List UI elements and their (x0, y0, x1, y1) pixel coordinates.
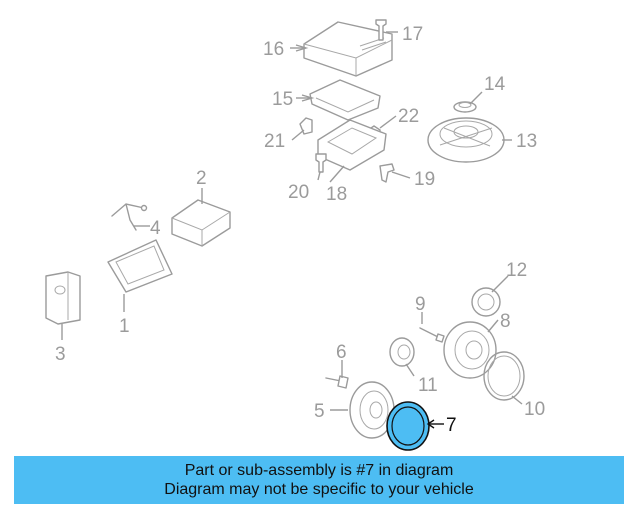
part-7-gasket-highlighted[interactable] (386, 401, 430, 451)
part-11-driver[interactable] (389, 337, 415, 367)
callout-10: 10 (524, 399, 545, 420)
banner-line-2: Diagram may not be specific to your vehi… (164, 481, 474, 498)
part-20-bolt[interactable] (315, 153, 327, 173)
part-15-bracket[interactable] (309, 79, 381, 121)
part-14-ring[interactable] (453, 101, 477, 113)
callout-2: 2 (196, 168, 207, 189)
callout-11: 11 (418, 375, 438, 396)
callout-22: 22 (398, 106, 419, 127)
callout-4: 4 (150, 218, 161, 239)
part-6-bolt[interactable] (325, 375, 349, 389)
callout-13: 13 (516, 131, 537, 152)
callout-3: 3 (55, 344, 66, 365)
part-19-screw[interactable] (379, 163, 395, 183)
part-16-cover[interactable] (303, 21, 393, 77)
callout-17: 17 (402, 24, 423, 45)
leader-lines (61, 31, 523, 429)
part-10-ring[interactable] (483, 351, 525, 401)
callout-21: 21 (264, 131, 285, 152)
callout-1: 1 (119, 316, 130, 337)
callout-7: 7 (446, 415, 457, 436)
part-12-tweeter[interactable] (471, 287, 501, 317)
callout-8: 8 (500, 311, 511, 332)
callout-numbers: 16 17 15 14 13 21 22 20 18 19 2 4 1 3 12… (55, 24, 545, 436)
part-3-bracket[interactable] (45, 271, 81, 325)
callout-5: 5 (314, 401, 325, 422)
part-8-speaker[interactable] (443, 321, 497, 379)
banner-line-1: Part or sub-assembly is #7 in diagram (184, 462, 454, 479)
callout-12: 12 (506, 260, 527, 281)
callout-19: 19 (414, 169, 435, 190)
callout-9: 9 (415, 294, 426, 315)
callout-14: 14 (484, 74, 506, 95)
callout-16: 16 (263, 39, 284, 60)
part-9-screw[interactable] (419, 327, 445, 343)
part-17-screw[interactable] (375, 19, 387, 41)
callout-20: 20 (288, 182, 309, 203)
part-5-speaker[interactable] (349, 381, 395, 439)
part-2-amplifier[interactable] (171, 199, 231, 247)
part-1-display[interactable] (107, 239, 173, 293)
callout-15: 15 (272, 89, 293, 110)
callout-18: 18 (326, 184, 347, 205)
info-banner: Part or sub-assembly is #7 in diagram Di… (14, 456, 624, 504)
callout-6: 6 (336, 342, 347, 363)
part-13-speaker[interactable] (427, 117, 505, 163)
